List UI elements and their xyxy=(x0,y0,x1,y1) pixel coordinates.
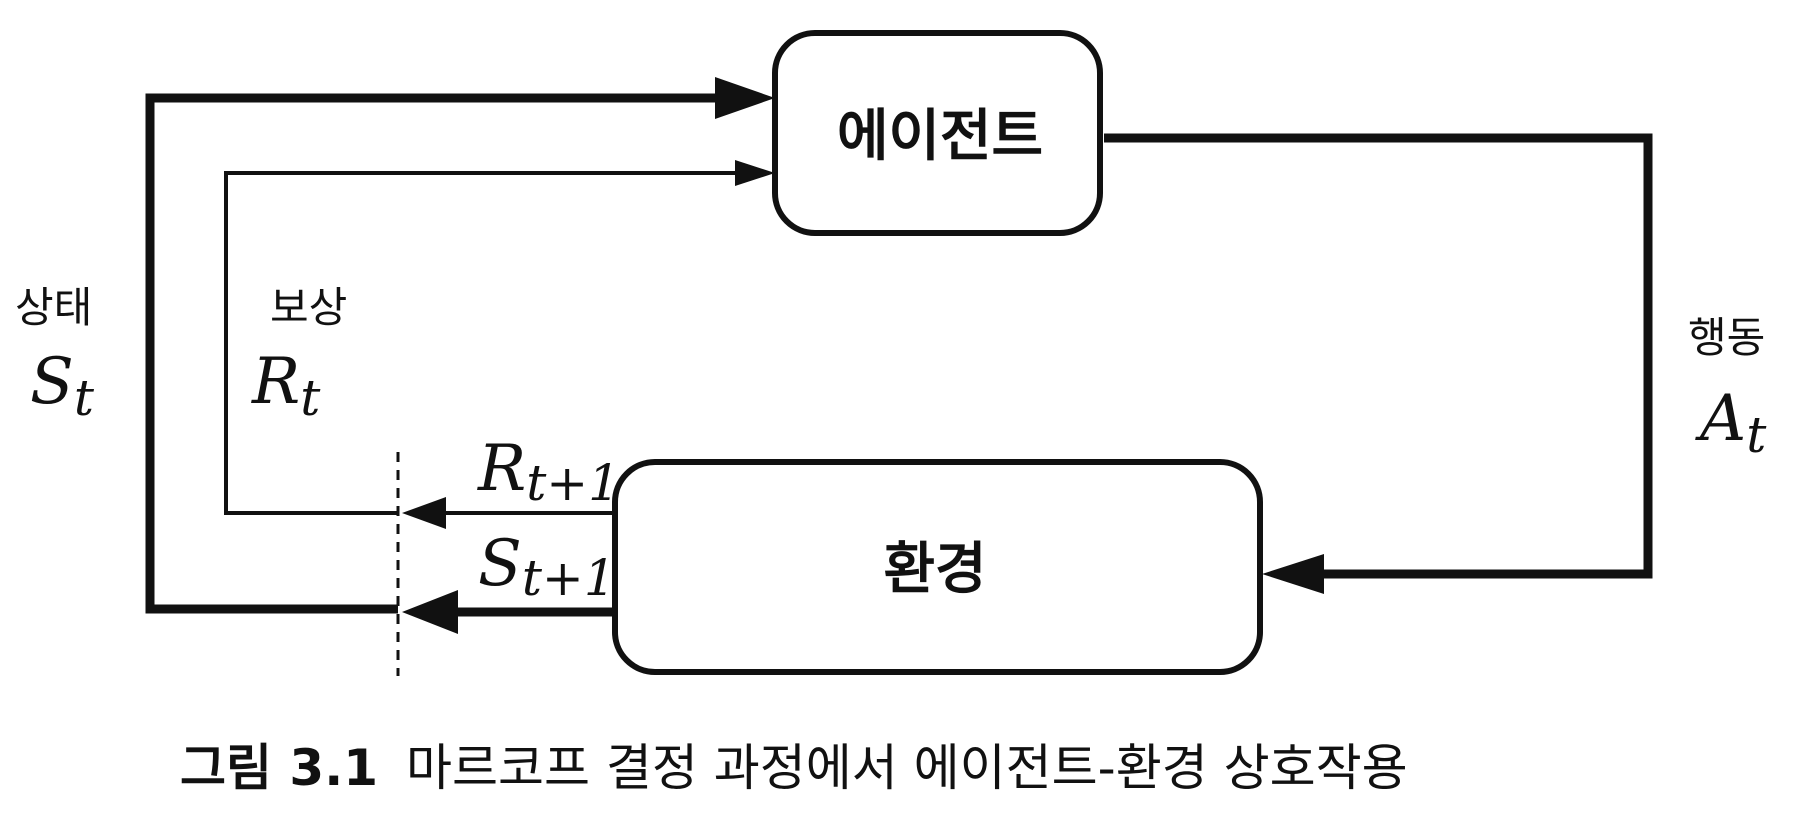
agent-label: 에이전트 xyxy=(837,104,1043,169)
action-symbol-sub: t xyxy=(1746,406,1767,464)
state-loop-head xyxy=(715,77,775,119)
action-symbol: At xyxy=(1695,382,1767,464)
figure-caption: 그림 3.1 마르코프 결정 과정에서 에이전트-환경 상호작용 xyxy=(180,739,1408,797)
caption-text: 마르코프 결정 과정에서 에이전트-환경 상호작용 xyxy=(406,739,1408,797)
state-loop-line xyxy=(145,93,718,614)
reward-loop-head xyxy=(735,160,775,186)
state-symbol-letter: S xyxy=(30,345,74,419)
next-reward-head xyxy=(402,497,446,529)
reward-symbol: Rt xyxy=(251,345,321,427)
reward-symbol-sub: t xyxy=(300,369,321,427)
state-symbol: St xyxy=(30,345,95,427)
next-reward-sub: t+1 xyxy=(526,454,620,512)
environment-label: 환경 xyxy=(883,537,986,602)
reward-loop-line xyxy=(224,171,738,515)
reward-text: 보상 xyxy=(270,283,347,332)
next-state-letter: S xyxy=(478,527,522,601)
action-symbol-letter: A xyxy=(1695,382,1746,456)
action-arrow-head xyxy=(1262,554,1324,594)
next-reward-letter: R xyxy=(477,432,526,506)
caption-number: 그림 3.1 xyxy=(180,739,378,797)
reward-symbol-letter: R xyxy=(251,345,300,419)
agent-box xyxy=(772,30,1103,236)
environment-box xyxy=(612,459,1263,675)
state-text: 상태 xyxy=(15,283,92,332)
action-text: 행동 xyxy=(1688,313,1765,362)
next-state-symbol: St+1 xyxy=(478,527,616,607)
state-symbol-sub: t xyxy=(74,369,95,427)
next-reward-symbol: Rt+1 xyxy=(477,432,620,512)
action-arrow-line xyxy=(1104,133,1653,579)
next-state-head xyxy=(402,590,458,634)
next-state-sub: t+1 xyxy=(522,549,616,607)
